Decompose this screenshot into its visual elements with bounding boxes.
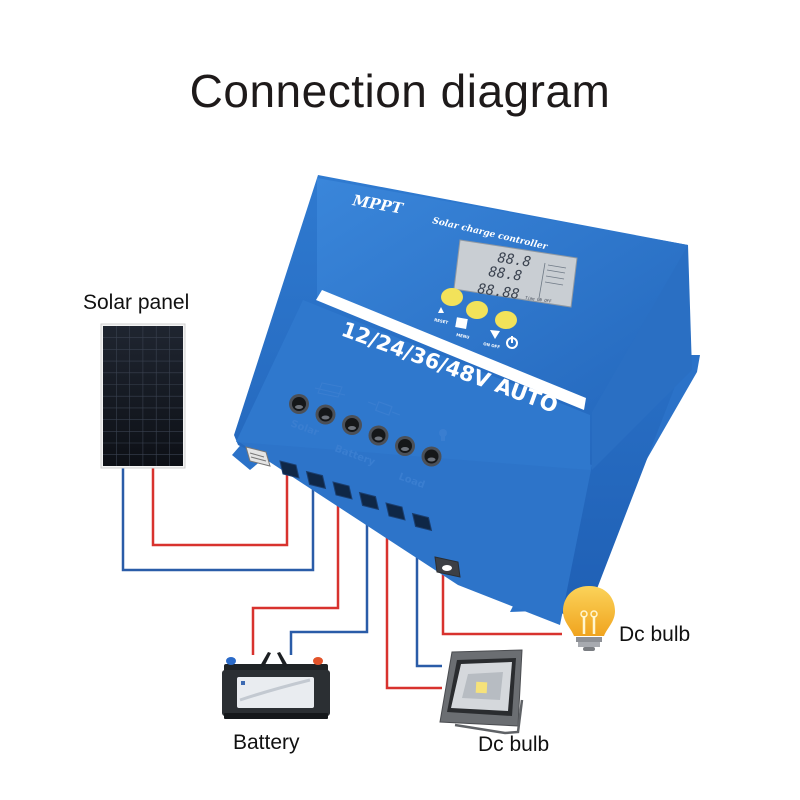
light-bulb-icon <box>563 586 615 651</box>
battery-negative-terminal <box>226 657 236 665</box>
terminal-screw[interactable] <box>421 446 442 467</box>
wire-slot[interactable] <box>279 460 300 479</box>
terminal-screw[interactable] <box>315 404 336 425</box>
battery-negative-wire <box>289 505 369 655</box>
onoff-button[interactable] <box>495 311 517 329</box>
power-icon <box>506 336 518 349</box>
wire-slot[interactable] <box>305 470 327 490</box>
floodlight-label: Dc bulb <box>478 733 550 756</box>
solar-symbol-icon <box>314 382 346 398</box>
terminal-screw[interactable] <box>395 436 415 456</box>
battery-positive-wire <box>251 495 340 655</box>
terminal-screw[interactable] <box>342 415 362 435</box>
menu-square-icon <box>455 317 468 329</box>
control-buttons: RESET MENU ON OFF <box>434 288 518 350</box>
reset-caption: RESET <box>434 317 449 325</box>
front-terminals <box>289 394 442 467</box>
lcd-footer: Time ON OFF <box>525 295 553 304</box>
lower-top-face <box>236 300 590 470</box>
lcd-row-2: 88.8 <box>487 264 523 285</box>
solar-panel-label: Solar panel <box>83 291 190 314</box>
battery <box>222 652 330 719</box>
solar-positive-wire <box>151 468 289 547</box>
lcd-bars <box>544 264 567 286</box>
wire-slots <box>279 460 433 532</box>
solar-negative-wire <box>121 468 315 572</box>
wire-slot[interactable] <box>358 491 380 511</box>
solar-panel <box>100 323 186 469</box>
white-stripe <box>316 290 586 410</box>
diagram-title: Connection diagram <box>189 65 611 117</box>
lcd-row-3: 88.88 <box>476 281 520 303</box>
solar-cell-grid <box>103 326 183 466</box>
usb-port[interactable] <box>245 446 271 467</box>
usb-bulb-wire <box>441 573 562 636</box>
dc-output-jack[interactable] <box>434 556 461 578</box>
wire-slot[interactable] <box>411 512 433 532</box>
load-negative-wire <box>415 543 442 668</box>
up-arrow-icon <box>438 307 444 313</box>
wires <box>121 468 562 690</box>
reset-button[interactable] <box>441 288 463 306</box>
wire-slot[interactable] <box>385 502 406 521</box>
bulb-label: Dc bulb <box>619 623 691 646</box>
charge-controller: MPPT Solar charge controller 88.8 88.8 8… <box>232 175 700 625</box>
menu-button[interactable] <box>466 301 488 319</box>
down-arrow-icon <box>490 330 500 339</box>
lcd-display: 88.8 88.8 88.88 Time ON OFF <box>453 239 578 308</box>
load-positive-wire <box>385 528 442 690</box>
bulb-symbol-icon <box>439 429 447 441</box>
terminal-screw[interactable] <box>289 394 309 414</box>
onoff-caption: ON OFF <box>483 341 501 349</box>
battery-symbol-icon <box>367 401 401 416</box>
battery-label: Battery <box>233 731 300 754</box>
led-floodlight <box>439 649 524 735</box>
wire-slot[interactable] <box>332 481 353 500</box>
menu-caption: MENU <box>456 332 470 340</box>
terminal-screw[interactable] <box>368 425 389 446</box>
lcd-row-1: 88.8 <box>496 250 532 271</box>
right-face <box>592 245 692 470</box>
battery-positive-terminal <box>313 657 323 665</box>
